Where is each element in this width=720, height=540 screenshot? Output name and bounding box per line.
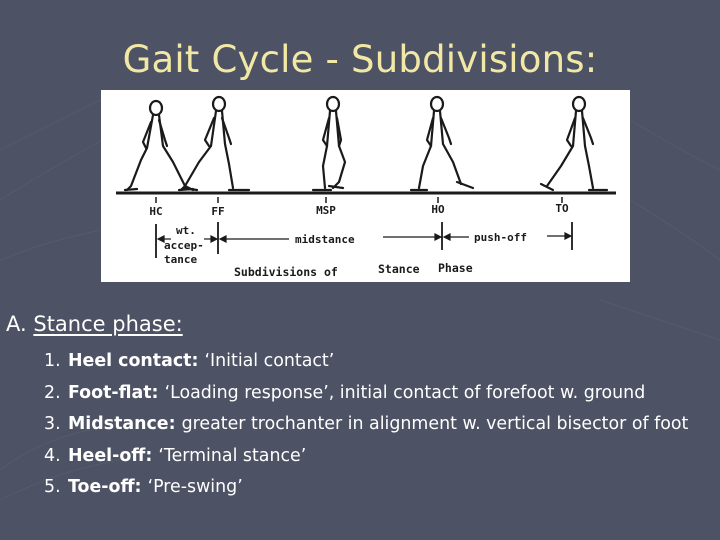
walker-figure-5 (539, 95, 609, 192)
list-term: Heel-off (68, 445, 146, 466)
list-term: Midstance (68, 414, 169, 434)
list-number: 3. (44, 414, 61, 434)
section-title: Stance phase: (33, 312, 183, 336)
event-label-ff: FF (211, 205, 224, 218)
list-description: ‘Loading response’, initial contact of f… (164, 382, 646, 403)
event-label-msp: MSP (316, 204, 336, 217)
list-description: ‘Pre-swing’ (147, 477, 243, 497)
list-item: 1.Heel contact: ‘Initial contact’ (44, 346, 688, 378)
phase-label-acceptance-1: wt. (176, 224, 196, 237)
list-item: 5.Toe-off: ‘Pre-swing’ (44, 472, 688, 504)
stance-phase-diagram: HC FF MSP HO TO (116, 95, 616, 279)
gait-figure: HC FF MSP HO TO (101, 90, 630, 282)
phase-label-acceptance-2: accep- (164, 239, 204, 252)
phase-label-pushoff: push-off (474, 231, 527, 244)
walker-figure-1 (123, 99, 199, 192)
list-description: ‘Initial contact’ (204, 351, 335, 371)
list-number: 4. (44, 445, 61, 466)
figure-caption-part-1: Subdivisions of (234, 265, 338, 279)
list-description: greater trochanter in alignment w. verti… (181, 414, 689, 434)
section-heading: A. Stance phase: (6, 312, 183, 336)
list-number: 2. (44, 382, 61, 403)
figure-caption-part-2: Stance (378, 262, 420, 276)
list-number: 5. (44, 477, 61, 497)
list-term: Toe-off (68, 477, 135, 497)
slide-title: Gait Cycle - Subdivisions: (122, 38, 598, 81)
walker-figure-3 (311, 95, 347, 192)
phase-label-midstance: midstance (295, 233, 355, 246)
event-label-ho: HO (431, 203, 445, 216)
walker-figure-4 (409, 95, 475, 192)
phase-label-acceptance-3: tance (164, 253, 197, 266)
stance-phase-list: 1.Heel contact: ‘Initial contact’ 2.Foot… (44, 346, 688, 504)
list-item: 2.Foot-flat: ‘Loading response’, initial… (44, 378, 688, 410)
walker-figure-2 (177, 95, 251, 192)
list-term: Foot-flat (68, 382, 152, 403)
event-label-hc: HC (149, 205, 162, 218)
list-number: 1. (44, 351, 61, 371)
list-item: 3.Midstance: greater trochanter in align… (44, 409, 688, 441)
list-item: 4.Heel-off: ‘Terminal stance’ (44, 441, 688, 473)
list-description: ‘Terminal stance’ (158, 445, 307, 466)
figure-caption-part-3: Phase (438, 261, 473, 275)
event-label-to: TO (555, 202, 569, 215)
list-term: Heel contact (68, 351, 192, 371)
section-prefix: A. (6, 312, 27, 336)
